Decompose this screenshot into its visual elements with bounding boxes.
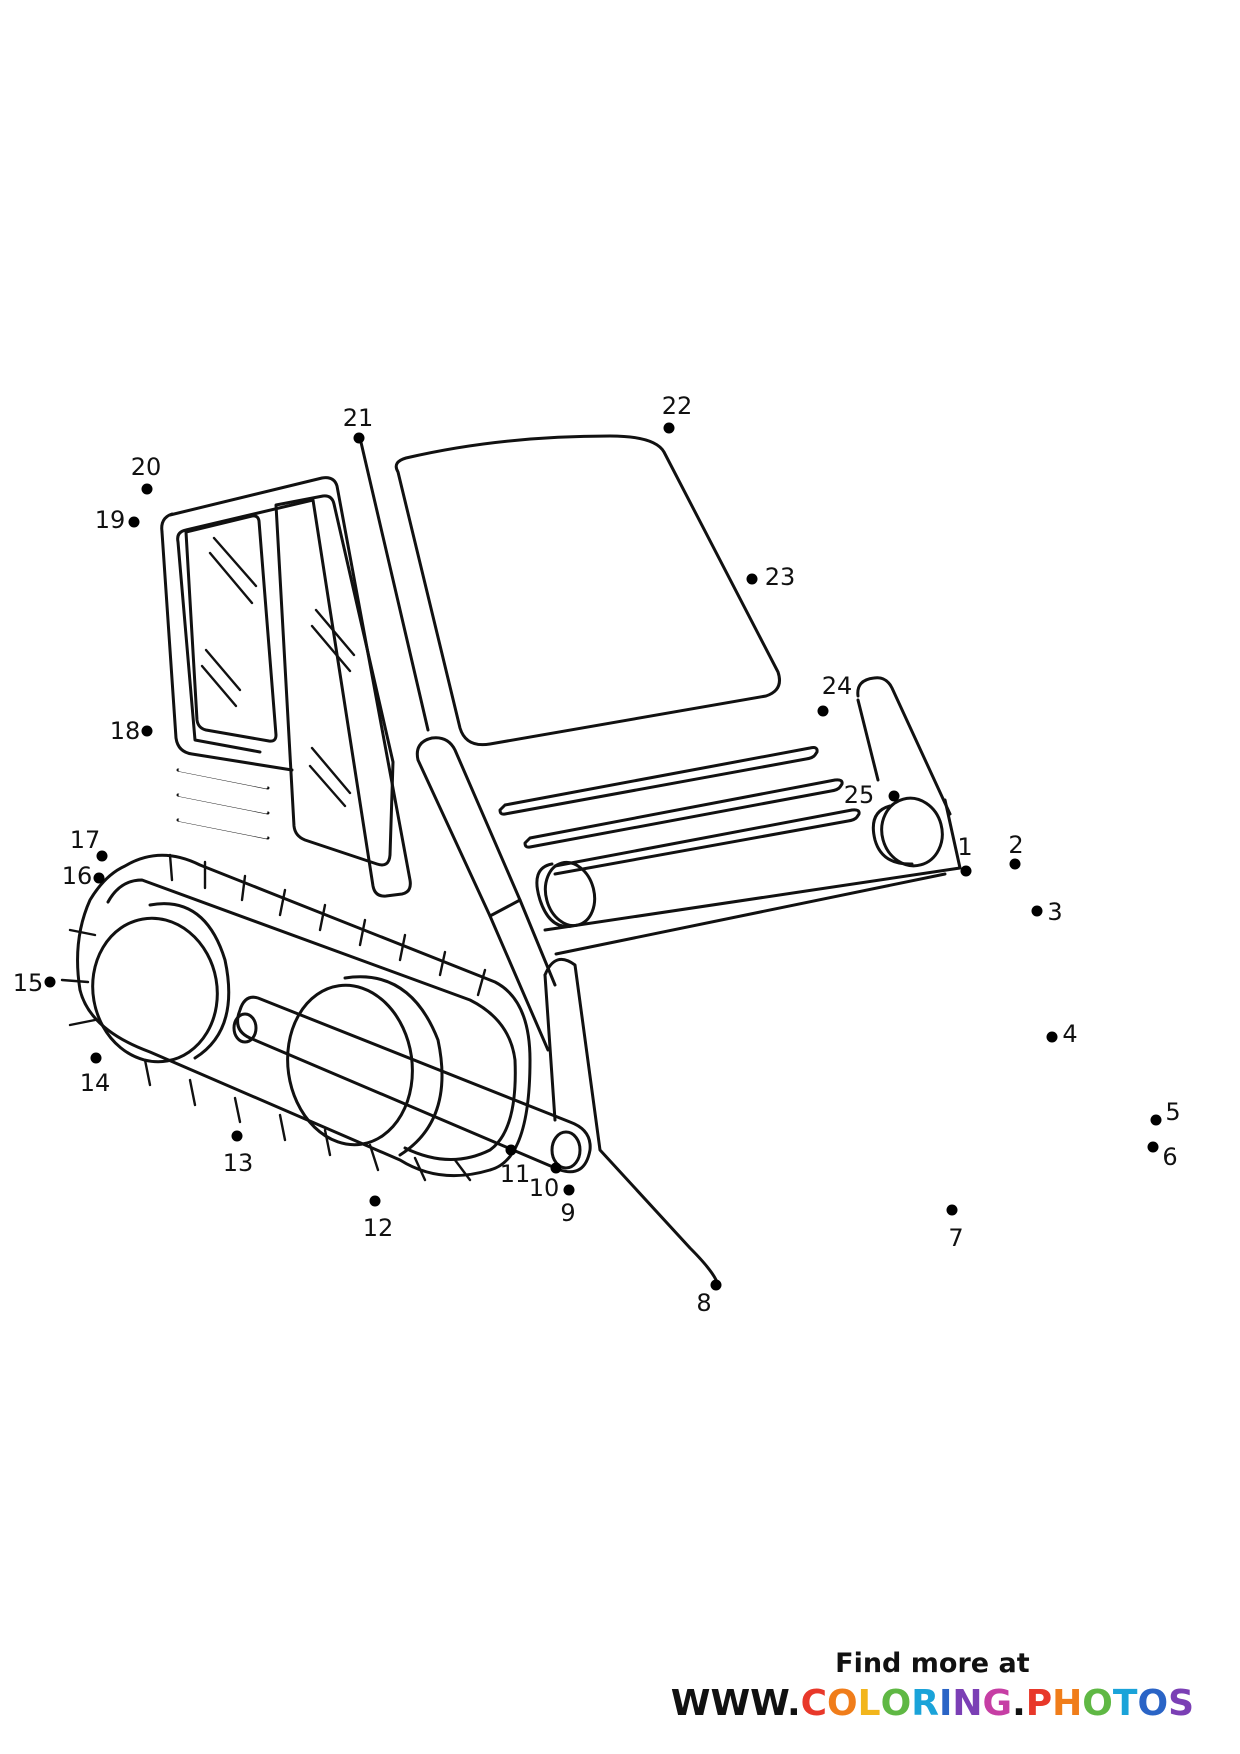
dot-label-17: 17	[70, 826, 101, 854]
dot-label-13: 13	[223, 1149, 254, 1177]
dot-label-19: 19	[95, 506, 126, 534]
dot-label-24: 24	[822, 672, 853, 700]
dot-20	[141, 483, 153, 495]
dot-16	[93, 872, 105, 884]
dot-12	[369, 1195, 381, 1207]
dot-label-2: 2	[1008, 831, 1023, 859]
dot-label-16: 16	[62, 862, 93, 890]
dot-label-23: 23	[765, 563, 796, 591]
dot-label-12: 12	[363, 1214, 394, 1242]
dot-14	[90, 1052, 102, 1064]
dot-label-9: 9	[560, 1199, 575, 1227]
brand-letter: O	[880, 1683, 912, 1724]
dot-2	[1009, 858, 1021, 870]
dot-label-14: 14	[80, 1069, 111, 1097]
dot-4	[1046, 1031, 1058, 1043]
dot-label-4: 4	[1062, 1020, 1077, 1048]
brand-letter: P	[1025, 1683, 1053, 1724]
dot-label-5: 5	[1165, 1098, 1180, 1126]
dot-17	[96, 850, 108, 862]
dot-label-8: 8	[696, 1289, 711, 1317]
brand-letter: G	[982, 1683, 1013, 1724]
footer-website-prefix: WWW.	[670, 1683, 801, 1724]
dot-label-6: 6	[1162, 1143, 1177, 1171]
dot-6	[1147, 1141, 1159, 1153]
brand-letter: I	[938, 1683, 953, 1724]
dot-5	[1150, 1114, 1162, 1126]
dot-25	[888, 790, 900, 802]
brand-letter: T	[1112, 1683, 1138, 1724]
dot-9	[563, 1184, 575, 1196]
dot-label-1: 1	[957, 833, 972, 861]
brand-letter: O	[1137, 1683, 1169, 1724]
dot-3	[1031, 905, 1043, 917]
dot-label-11: 11	[500, 1160, 531, 1188]
brand-letter: N	[952, 1683, 983, 1724]
dot-24	[817, 705, 829, 717]
dot-label-10: 10	[529, 1174, 560, 1202]
dot-11	[505, 1144, 517, 1156]
footer-branding: Find more at WWW.COLORING.PHOTOS	[671, 1648, 1194, 1724]
dot-19	[128, 516, 140, 528]
dot-label-22: 22	[662, 392, 693, 420]
footer-find-more: Find more at	[835, 1648, 1030, 1679]
dot-label-18: 18	[110, 717, 141, 745]
dot-10	[550, 1162, 562, 1174]
bulldozer-outline	[60, 434, 962, 1284]
footer-website[interactable]: WWW.COLORING.PHOTOS	[671, 1683, 1194, 1724]
dot-21	[353, 432, 365, 444]
dot-label-3: 3	[1047, 898, 1062, 926]
dot-7	[946, 1204, 958, 1216]
dot-22	[663, 422, 675, 434]
dot-label-21: 21	[343, 404, 374, 432]
brand-letter: C	[800, 1683, 828, 1724]
brand-letter: .	[1012, 1683, 1026, 1724]
dot-label-20: 20	[131, 453, 162, 481]
brand-letter: O	[827, 1683, 858, 1724]
dot-label-25: 25	[844, 781, 875, 809]
brand-letter: O	[1082, 1683, 1113, 1724]
brand-letter: R	[911, 1683, 939, 1724]
dot-1	[960, 865, 972, 877]
brand-letter: S	[1168, 1683, 1194, 1724]
dot-23	[746, 573, 758, 585]
dot-13	[231, 1130, 243, 1142]
brand-letter: H	[1052, 1683, 1083, 1724]
brand-letter: L	[857, 1683, 881, 1724]
dot-18	[141, 725, 153, 737]
dot-label-7: 7	[948, 1224, 963, 1252]
dot-8	[710, 1279, 722, 1291]
dot-label-15: 15	[13, 969, 44, 997]
footer-website-brand: COLORING.PHOTOS	[801, 1683, 1194, 1724]
dot-15	[44, 976, 56, 988]
